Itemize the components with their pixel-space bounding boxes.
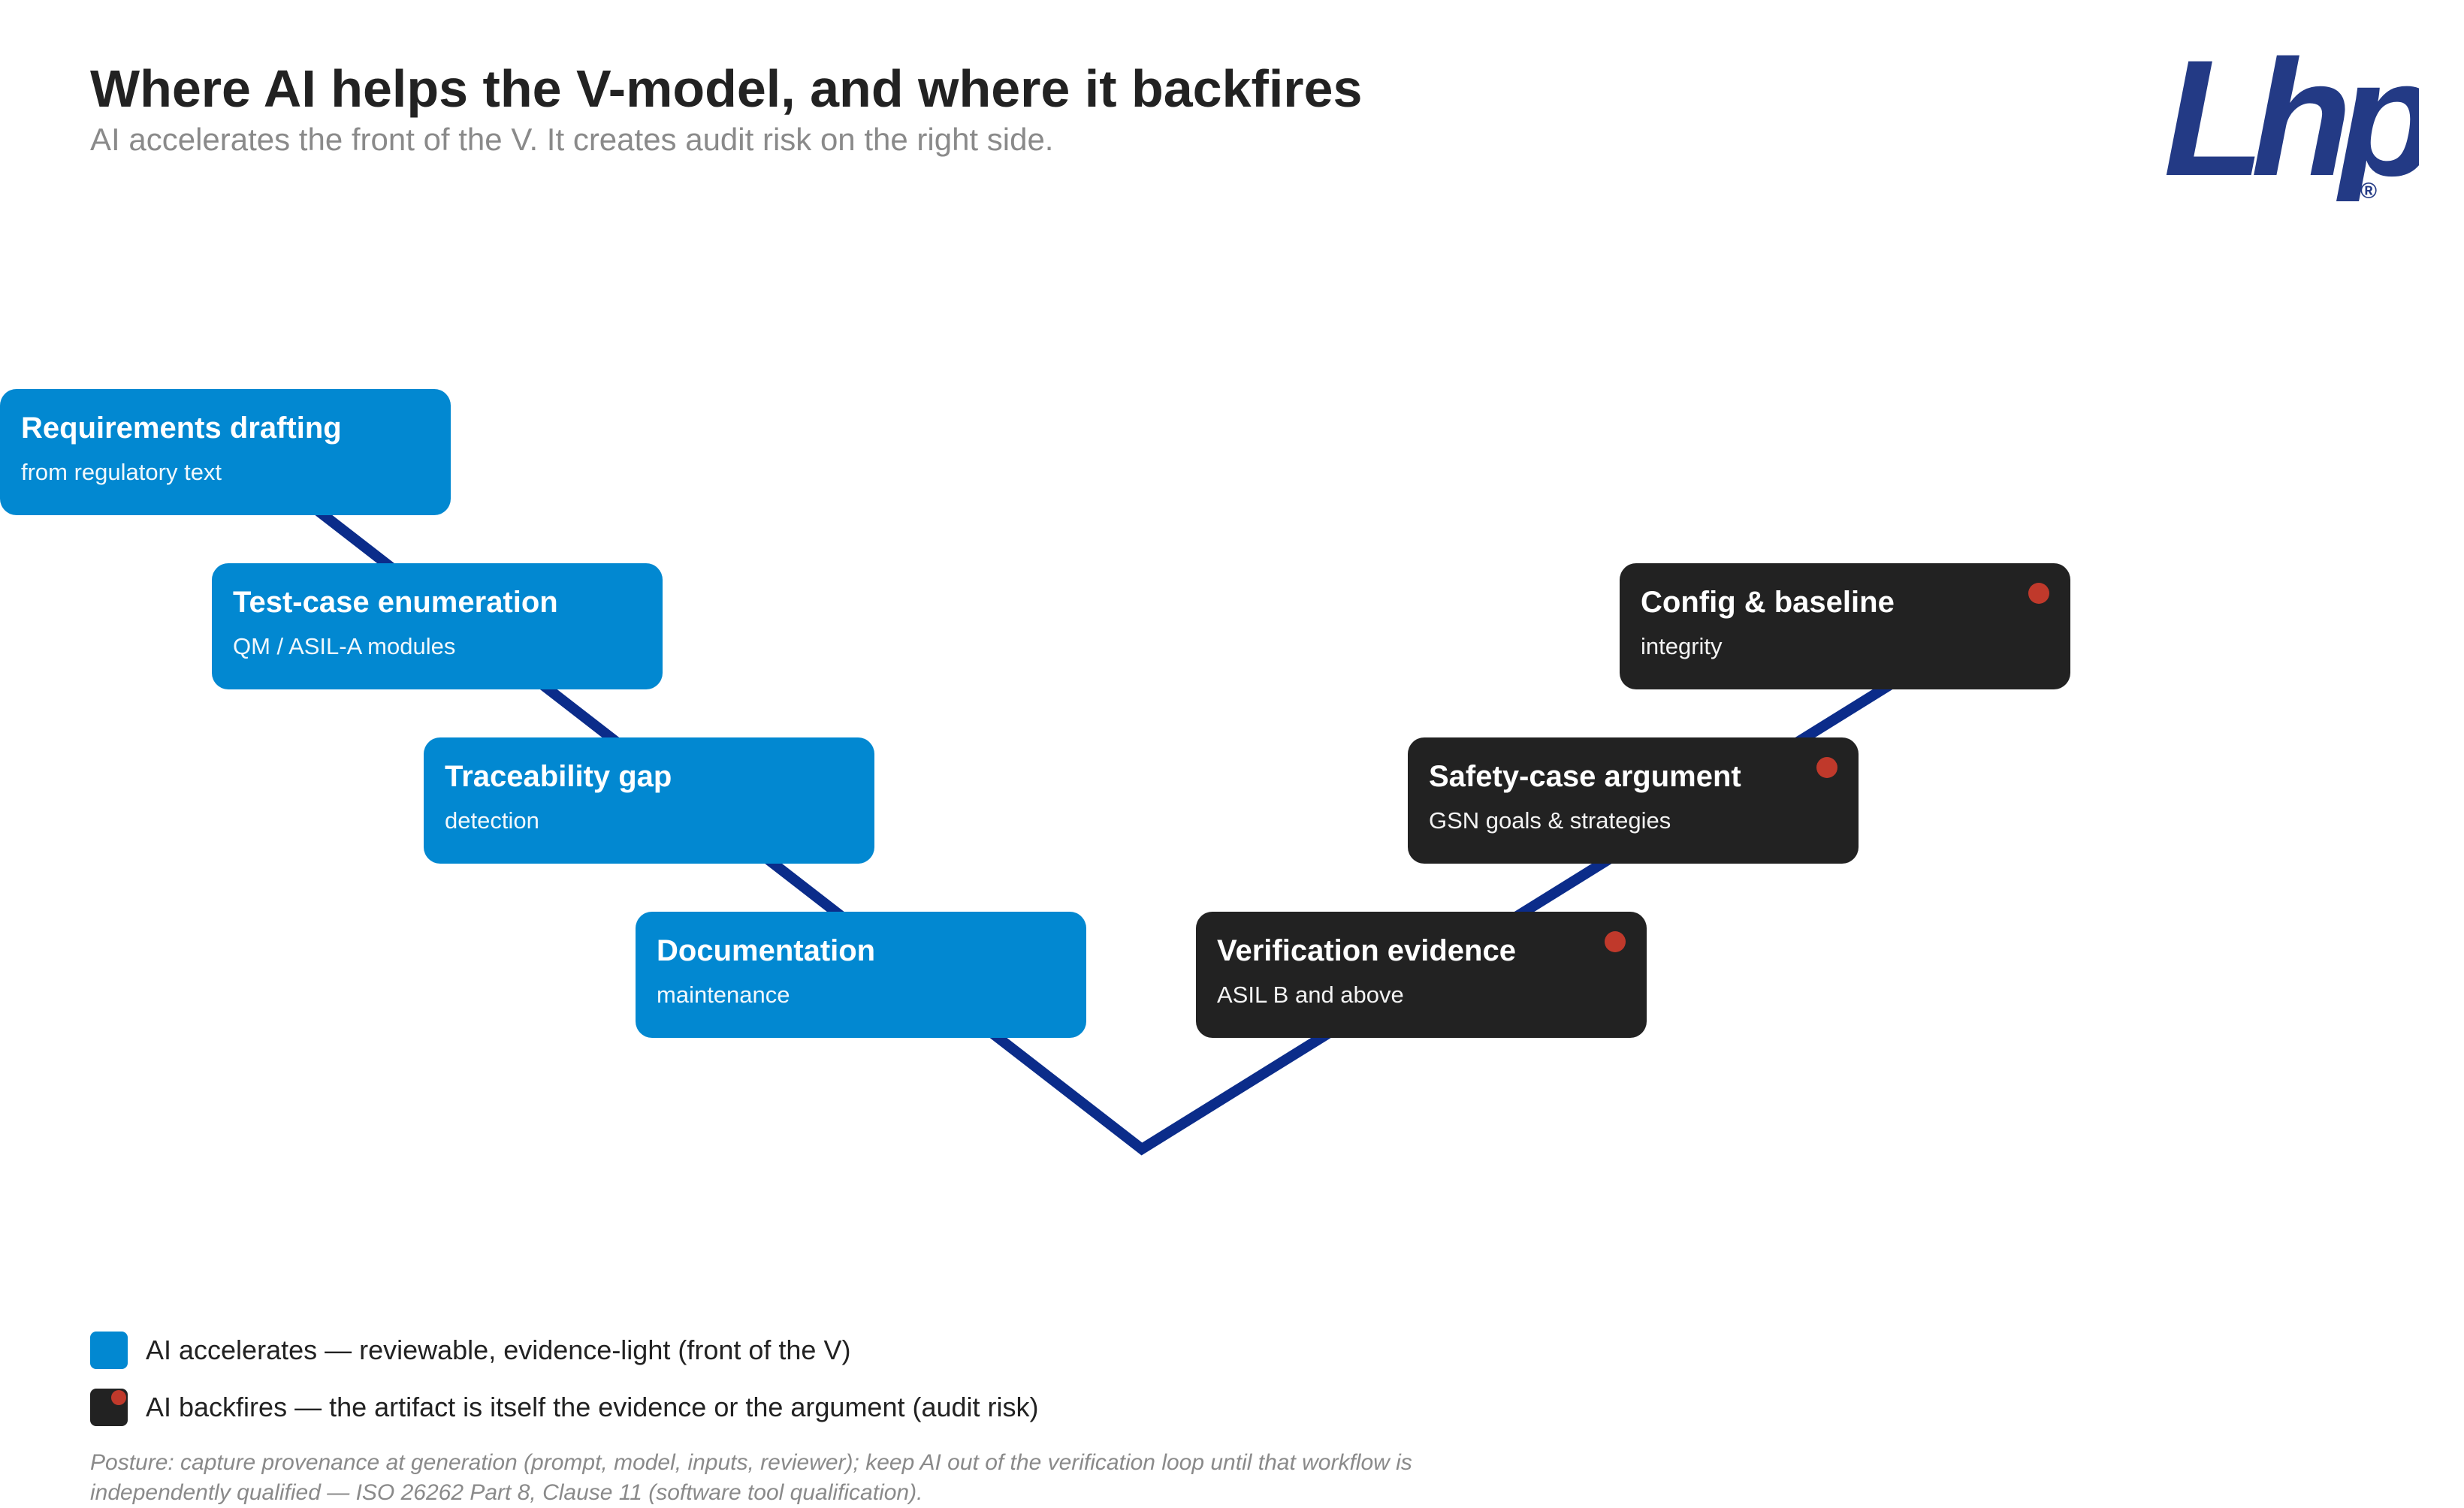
risk-dot-icon xyxy=(1605,931,1626,952)
legend-item-backfire: AI backfires — the artifact is itself th… xyxy=(90,1388,1039,1427)
risk-dot-icon xyxy=(1816,757,1837,778)
card-subtitle: integrity xyxy=(1641,633,1723,659)
logo-wordmark: Lhp xyxy=(2164,51,2419,201)
card-title: Verification evidence xyxy=(1217,934,1516,967)
page-subtitle: AI accelerates the front of the V. It cr… xyxy=(90,122,1054,157)
card-title: Requirements drafting xyxy=(21,412,342,445)
legend-label: AI backfires — the artifact is itself th… xyxy=(146,1392,1039,1422)
card-subtitle: QM / ASIL-A modules xyxy=(233,633,456,659)
footnote: Posture: capture provenance at generatio… xyxy=(90,1450,1412,1505)
legend-label: AI accelerates — reviewable, evidence-li… xyxy=(146,1335,851,1365)
card-requirements-drafting: Requirements drafting from regulatory te… xyxy=(0,389,451,515)
card-title: Test-case enumeration xyxy=(233,586,558,619)
card-title: Config & baseline xyxy=(1641,586,1895,619)
risk-dot-icon xyxy=(111,1390,126,1405)
card-subtitle: ASIL B and above xyxy=(1217,982,1404,1008)
card-verification-evidence: Verification evidence ASIL B and above xyxy=(1196,912,1647,1038)
card-title: Traceability gap xyxy=(445,760,672,793)
lhp-logo: Lhp ® xyxy=(2164,51,2419,201)
page-title: Where AI helps the V-model, and where it… xyxy=(90,59,1363,118)
accelerate-swatch xyxy=(90,1332,128,1369)
registered-mark: ® xyxy=(2360,179,2377,201)
card-test-case-enumeration: Test-case enumeration QM / ASIL-A module… xyxy=(212,563,663,689)
backfire-swatch xyxy=(90,1389,128,1426)
card-safety-case-argument: Safety-case argument GSN goals & strateg… xyxy=(1408,737,1859,864)
card-title: Documentation xyxy=(657,934,876,967)
risk-dot-icon xyxy=(2028,583,2049,604)
card-subtitle: GSN goals & strategies xyxy=(1429,807,1671,834)
card-subtitle: detection xyxy=(445,807,539,834)
card-title: Safety-case argument xyxy=(1429,760,1741,793)
card-config-baseline: Config & baseline integrity xyxy=(1620,563,2070,689)
card-subtitle: maintenance xyxy=(657,982,790,1008)
card-traceability-gap: Traceability gap detection xyxy=(424,737,874,864)
card-documentation: Documentation maintenance xyxy=(636,912,1086,1038)
legend-item-accelerate: AI accelerates — reviewable, evidence-li… xyxy=(90,1331,850,1370)
card-subtitle: from regulatory text xyxy=(21,459,222,485)
